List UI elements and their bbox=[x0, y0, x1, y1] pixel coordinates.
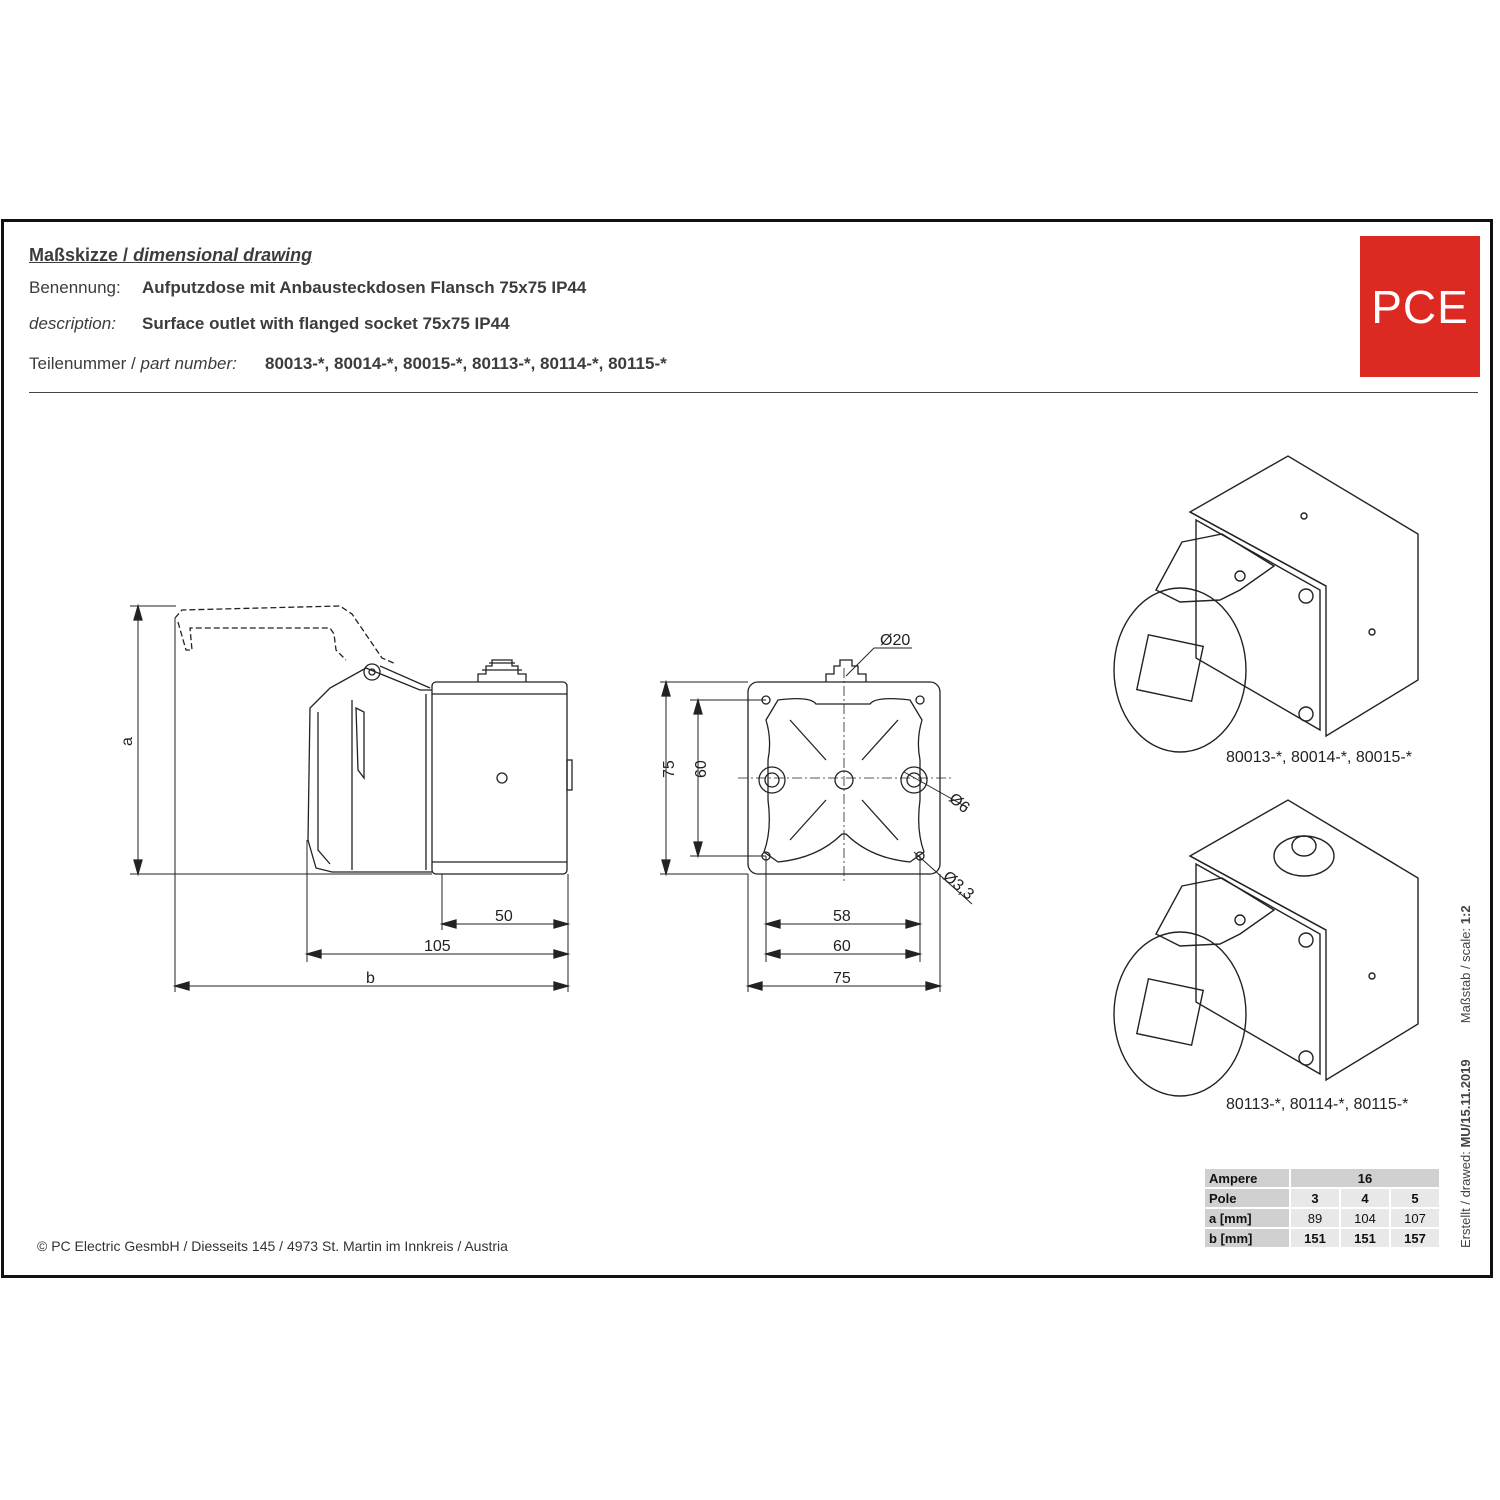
iso-box-bottom bbox=[1188, 799, 1419, 1082]
side-view bbox=[130, 603, 573, 992]
front-gland-icon bbox=[825, 659, 867, 682]
hinge-icon bbox=[363, 663, 381, 681]
table-row: a [mm] 89 104 107 bbox=[1203, 1207, 1441, 1229]
pce-logo: PCE bbox=[1360, 236, 1480, 377]
b-value: 151 bbox=[1289, 1227, 1341, 1249]
pole-value: 4 bbox=[1339, 1187, 1391, 1209]
side-box bbox=[431, 681, 568, 875]
front-view bbox=[660, 647, 973, 992]
cable-gland-icon bbox=[477, 659, 527, 682]
description-value: Surface outlet with flanged socket 75x75… bbox=[142, 314, 510, 333]
table-row: Pole 3 4 5 bbox=[1203, 1187, 1441, 1209]
revision-note: Erstellt / drawed: MU/15.11.2019 Maßstab… bbox=[1458, 905, 1473, 1248]
pole-value: 3 bbox=[1289, 1187, 1341, 1209]
benennung-value: Aufputzdose mit Anbausteckdosen Flansch … bbox=[142, 278, 587, 297]
dim-d33-label: Ø3,3 bbox=[939, 868, 977, 903]
dim-58-label: 58 bbox=[833, 908, 851, 925]
dim-50-label: 50 bbox=[495, 908, 513, 925]
a-label: a [mm] bbox=[1203, 1207, 1291, 1229]
footer-copyright: © PC Electric GesmbH / Diesseits 145 / 4… bbox=[37, 1238, 508, 1254]
table-row: b [mm] 151 151 157 bbox=[1203, 1227, 1441, 1249]
drawing-frame bbox=[1, 219, 1493, 1278]
dim-a-label: a bbox=[119, 737, 136, 746]
drawing-title: Maßskizze / dimensional drawing bbox=[29, 245, 313, 265]
b-label: b [mm] bbox=[1203, 1227, 1291, 1249]
ampere-label: Ampere bbox=[1203, 1167, 1291, 1189]
pole-value: 5 bbox=[1389, 1187, 1441, 1209]
a-value: 89 bbox=[1289, 1207, 1341, 1229]
pole-label: Pole bbox=[1203, 1187, 1291, 1209]
iso-socket-bottom bbox=[1113, 931, 1247, 1097]
header-divider bbox=[29, 392, 1478, 393]
caption-top: 80013-*, 80014-*, 80015-* bbox=[1226, 749, 1412, 766]
dim-60v-label: 60 bbox=[693, 760, 710, 778]
part-number-value: 80013-*, 80014-*, 80015-*, 80113-*, 8011… bbox=[265, 354, 667, 373]
mount-hole-icon bbox=[496, 772, 508, 784]
spec-table: Ampere 16 Pole 3 4 5 a [mm] 89 104 107 b… bbox=[1203, 1167, 1441, 1249]
table-row: Ampere 16 bbox=[1203, 1167, 1441, 1189]
dim-60-label: 60 bbox=[833, 938, 851, 955]
part-number-label: Teilenummer / part number: bbox=[29, 354, 237, 373]
open-lid-dashed bbox=[174, 605, 397, 665]
benennung-row: Benennung: bbox=[29, 278, 121, 298]
a-value: 104 bbox=[1339, 1207, 1391, 1229]
dim-75-label: 75 bbox=[833, 970, 851, 987]
dim-75v-label: 75 bbox=[661, 760, 678, 778]
ampere-value: 16 bbox=[1289, 1167, 1441, 1189]
front-body-outline bbox=[763, 698, 925, 863]
iso-socket-top bbox=[1113, 587, 1247, 753]
iso-view-top bbox=[1113, 455, 1419, 753]
benennung-label: Benennung: bbox=[29, 278, 121, 297]
dim-b-label: b bbox=[366, 970, 375, 987]
dim-105-label: 105 bbox=[424, 938, 451, 955]
dim-d6-label: Ø6 bbox=[945, 790, 972, 817]
description-label: description: bbox=[29, 314, 116, 333]
iso-view-bottom bbox=[1113, 799, 1419, 1097]
caption-bottom: 80113-*, 80114-*, 80115-* bbox=[1226, 1096, 1409, 1113]
dim-d20-label: Ø20 bbox=[880, 632, 910, 649]
b-value: 151 bbox=[1339, 1227, 1391, 1249]
iso-box-top bbox=[1188, 455, 1419, 738]
a-value: 107 bbox=[1389, 1207, 1441, 1229]
side-socket bbox=[307, 667, 432, 873]
b-value: 157 bbox=[1389, 1227, 1441, 1249]
